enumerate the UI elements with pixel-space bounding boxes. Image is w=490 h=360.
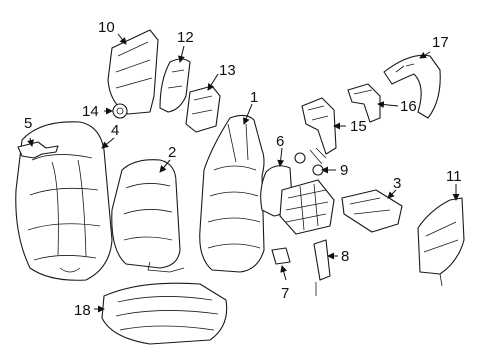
callout-14: 14 (82, 103, 99, 120)
callout-16: 16 (400, 98, 417, 115)
part-11-side-cover (417, 197, 465, 287)
callout-2: 2 (168, 144, 176, 161)
part-10-side-panel (107, 29, 159, 115)
callout-15: 15 (350, 118, 367, 135)
callout-11: 11 (446, 168, 462, 185)
part-15-bracket (301, 97, 337, 155)
part-16-bracket (347, 83, 381, 123)
callout-12: 12 (177, 29, 194, 46)
part-13-cover-plate (185, 85, 221, 133)
callout-3: 3 (393, 175, 401, 192)
part-8-adjuster (313, 239, 331, 296)
callout-4: 4 (111, 122, 119, 139)
callout-1: 1 (250, 89, 258, 106)
part-9-clip (294, 147, 327, 176)
part-4-seat-back-cover (15, 121, 113, 281)
part-14-knob (112, 103, 128, 119)
part-18-seat-cushion (101, 282, 228, 345)
part-3-side-shield (341, 189, 403, 233)
part-1-seat-back-assembly (199, 114, 265, 273)
callout-18: 18 (74, 302, 91, 319)
part-2-seat-back-frame (111, 159, 185, 273)
callout-8: 8 (341, 248, 349, 265)
leader-lines (27, 33, 460, 313)
callout-17: 17 (432, 34, 449, 51)
seat-frame-mechanism (279, 179, 335, 235)
callout-7: 7 (281, 285, 289, 302)
callout-9: 9 (340, 162, 348, 179)
callout-10: 10 (98, 19, 115, 36)
part-7-switch (271, 247, 291, 265)
callout-13: 13 (219, 62, 236, 79)
callout-5: 5 (24, 115, 32, 132)
callout-6: 6 (276, 133, 284, 150)
part-12-trim-piece (159, 58, 191, 113)
